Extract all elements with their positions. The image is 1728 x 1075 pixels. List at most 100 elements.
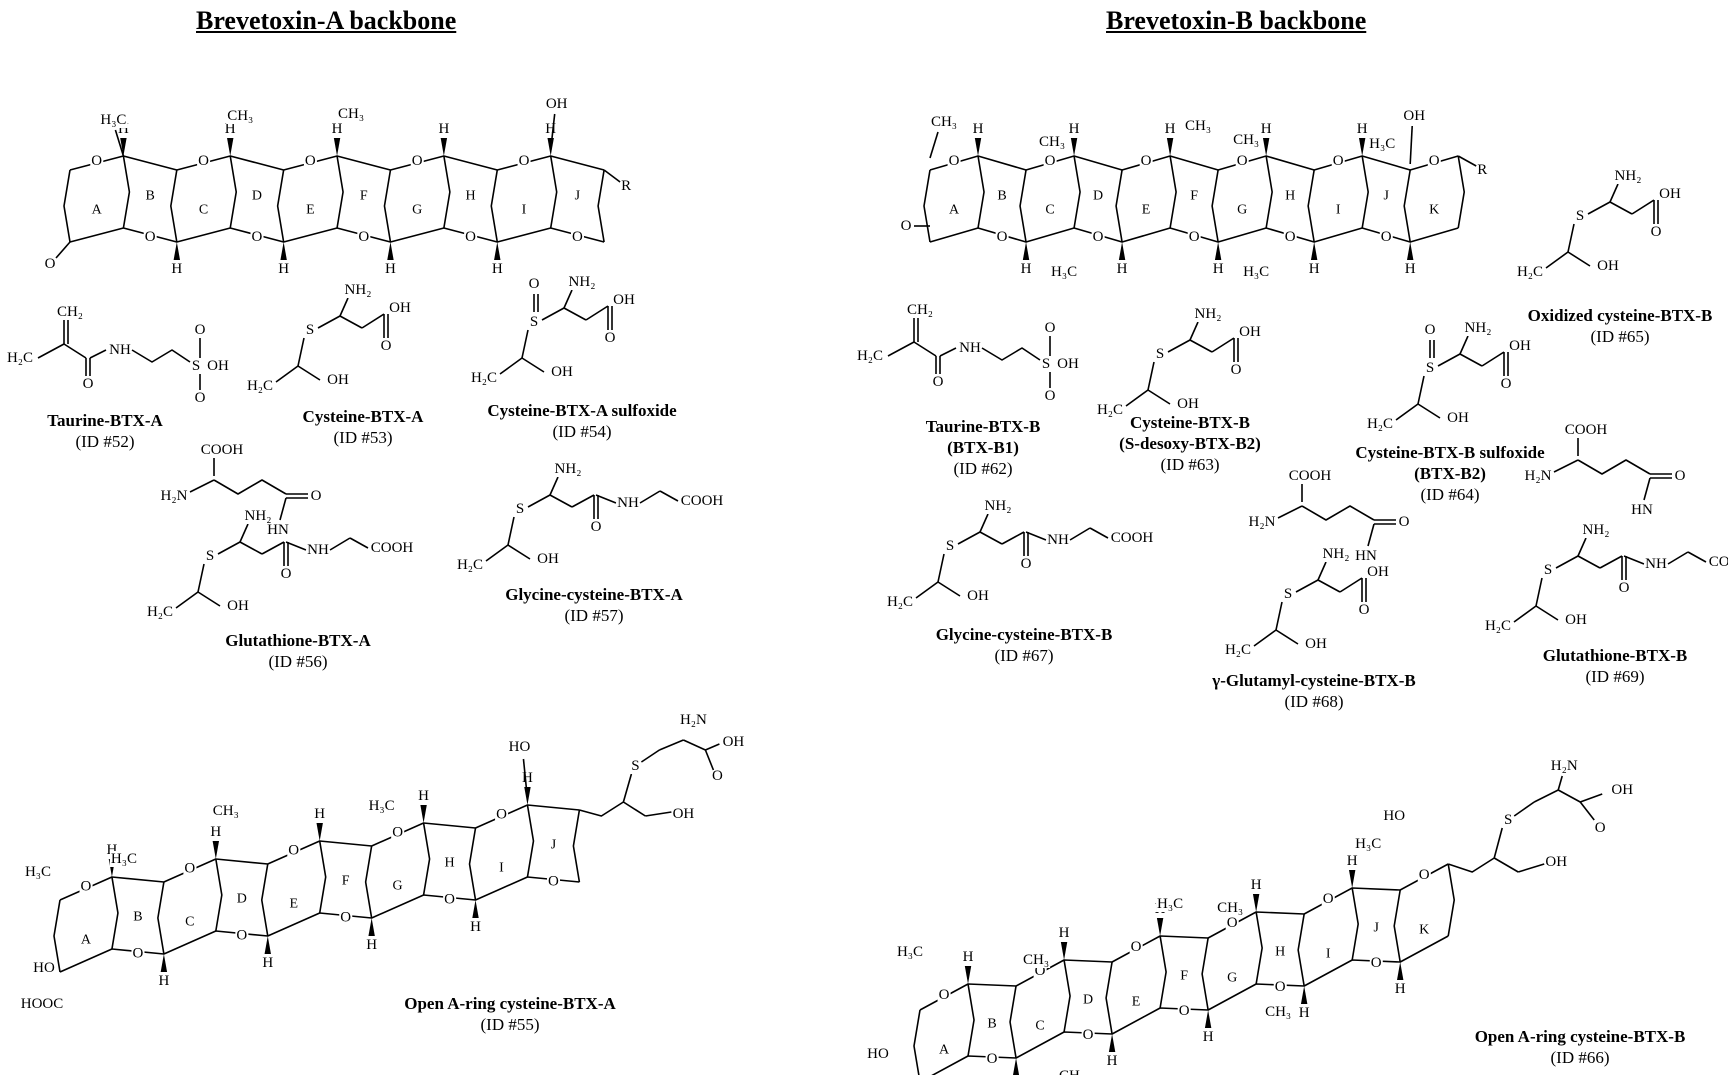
label-mask xyxy=(437,121,451,137)
wedge-bond xyxy=(333,138,341,156)
atom-label: H₂C xyxy=(457,557,483,573)
bond xyxy=(549,476,559,496)
stereo-h: H xyxy=(171,261,182,277)
ring-oxygen: O xyxy=(1371,955,1382,971)
label-mask xyxy=(1503,812,1514,828)
ring-oxygen: O xyxy=(236,928,247,944)
compound-id: (ID #52) xyxy=(75,432,135,451)
compound-id: (ID #57) xyxy=(564,606,624,625)
chain-bond xyxy=(1587,201,1633,215)
compound-name: Taurine-BTX-A xyxy=(47,411,163,430)
atom-label: COOH xyxy=(681,493,724,509)
compound-id: (ID #65) xyxy=(1590,327,1650,346)
open-a-backbone-fusion-bond xyxy=(318,840,327,914)
label-mask xyxy=(384,261,398,277)
bond xyxy=(189,479,215,493)
open-b-backbone-fusion-bond xyxy=(1447,863,1456,937)
label-mask xyxy=(1403,261,1417,277)
label-mask xyxy=(365,937,379,953)
label-mask xyxy=(1187,229,1201,245)
bond xyxy=(979,513,989,533)
label-mask xyxy=(1056,356,1080,372)
ring-oxygen: O xyxy=(519,153,530,169)
label-mask xyxy=(170,261,184,277)
ring-letter: D xyxy=(1093,189,1103,204)
wedge-bond xyxy=(1310,242,1318,260)
chain-bond xyxy=(175,591,221,609)
atom-label: OH xyxy=(1509,338,1531,354)
chain-bond xyxy=(131,349,191,363)
label-mask xyxy=(721,734,746,750)
bond xyxy=(622,773,633,803)
atom-label: NH xyxy=(1645,556,1667,572)
stereo-h: H xyxy=(278,261,289,277)
ring-letter: K xyxy=(1419,923,1429,938)
ring-oxygen: O xyxy=(1131,939,1142,955)
atom-label: OH xyxy=(1305,636,1327,652)
label-mask xyxy=(367,798,396,814)
label-mask xyxy=(1297,1005,1311,1021)
atom-label: HN xyxy=(1355,548,1377,564)
label-mask xyxy=(1163,121,1177,137)
label-mask xyxy=(1523,468,1553,484)
ring-letter: J xyxy=(1373,921,1379,936)
label-mask xyxy=(567,274,597,290)
chain-bond xyxy=(1481,351,1505,367)
compound-cysteine-btx-a-sulfoxide: Cysteine-BTX-A sulfoxide (ID #54) xyxy=(487,400,676,442)
chain-bond xyxy=(1631,199,1655,215)
label-mask xyxy=(1283,229,1297,245)
compound-name: Open A-ring cysteine-BTX-B xyxy=(1474,1027,1686,1046)
label-mask xyxy=(671,806,696,822)
label-mask xyxy=(1658,186,1682,202)
atom-label: OH xyxy=(723,734,745,750)
ring-letter: A xyxy=(949,203,960,218)
ring-oxygen: O xyxy=(987,1051,998,1067)
label-mask xyxy=(339,909,353,926)
label-mask xyxy=(55,304,85,320)
bond xyxy=(1667,551,1689,565)
atom-label: H₃C xyxy=(1157,896,1183,912)
btx-a-backbone-fusion-bond xyxy=(122,155,131,229)
label-mask xyxy=(1235,153,1249,169)
atom-label: O xyxy=(311,488,322,504)
atom-label: OH xyxy=(1597,258,1619,274)
atom-label: H₃C xyxy=(111,851,137,867)
label-mask xyxy=(306,542,330,558)
bond xyxy=(1535,577,1543,607)
label-mask xyxy=(1613,168,1643,184)
ring-oxygen: O xyxy=(145,229,156,245)
label-mask xyxy=(995,229,1009,245)
label-mask xyxy=(1058,1068,1087,1075)
bond xyxy=(1553,459,1579,473)
atom-label: OH xyxy=(551,364,573,380)
atom-label: CH₂ xyxy=(907,302,933,318)
atom-label: O xyxy=(1231,362,1242,378)
label-mask xyxy=(507,739,532,755)
open-a-backbone-fusion-bond xyxy=(157,881,165,955)
label-mask xyxy=(1249,877,1263,893)
bond xyxy=(1517,863,1545,873)
compound-gamma-glutamyl-cysteine-btx-b: γ-Glutamyl-cysteine-BTX-B (ID #68) xyxy=(1212,670,1415,712)
atom-label: H₃C xyxy=(1369,136,1395,152)
label-mask xyxy=(464,229,478,245)
label-mask xyxy=(369,540,415,556)
chain-bond xyxy=(1513,605,1559,623)
compound-glutathione-btx-b: Glutathione-BTX-B (ID #69) xyxy=(1543,645,1688,687)
wedge-bond xyxy=(1070,138,1078,156)
ring-oxygen: O xyxy=(1045,153,1056,169)
label-mask xyxy=(1229,362,1243,378)
compound-id: (ID #68) xyxy=(1284,692,1344,711)
label-mask xyxy=(570,229,584,245)
ring-letter: K xyxy=(1429,203,1439,218)
ring-letter: J xyxy=(1383,189,1389,204)
label-mask xyxy=(603,330,617,346)
label-mask xyxy=(1282,586,1294,602)
chain-bond xyxy=(1395,403,1441,421)
btx-b-backbone-fusion-bond xyxy=(1211,169,1219,243)
ring-oxygen: O xyxy=(288,843,299,859)
compound-oxidized-cysteine-btx-b: Oxidized cysteine-BTX-B (ID #65) xyxy=(1528,305,1713,347)
compound-glycine-cysteine-btx-b: Glycine-cysteine-BTX-B (ID #67) xyxy=(936,624,1113,666)
label-mask xyxy=(1649,224,1663,240)
chain-bond xyxy=(1545,251,1591,269)
label-mask xyxy=(193,322,207,338)
